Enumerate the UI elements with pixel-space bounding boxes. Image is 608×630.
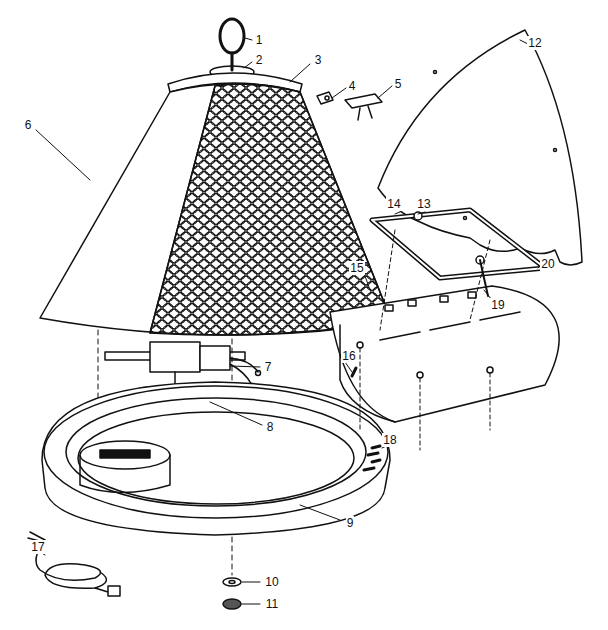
callout-number: 16 [341, 349, 356, 363]
callout-number: 8 [266, 420, 275, 434]
callout-number: 20 [540, 257, 555, 271]
callout-number: 3 [314, 53, 323, 67]
callout-number: 5 [394, 77, 403, 91]
callout-number: 6 [24, 118, 33, 132]
callout-number: 18 [382, 433, 397, 447]
callout-number: 15 [349, 261, 364, 275]
callout-number: 7 [264, 360, 273, 374]
callout-number: 4 [348, 79, 357, 93]
callout-number: 2 [255, 53, 264, 67]
callout-number: 14 [386, 197, 401, 211]
callout-number: 11 [265, 597, 279, 611]
callout-number: 13 [416, 197, 431, 211]
callout-number: 19 [490, 298, 505, 312]
callout-number: 12 [527, 36, 542, 50]
callout-number: 1 [255, 33, 264, 47]
callout-number: 10 [264, 575, 279, 589]
callout-number: 9 [346, 516, 355, 530]
callout-number: 17 [30, 540, 45, 554]
